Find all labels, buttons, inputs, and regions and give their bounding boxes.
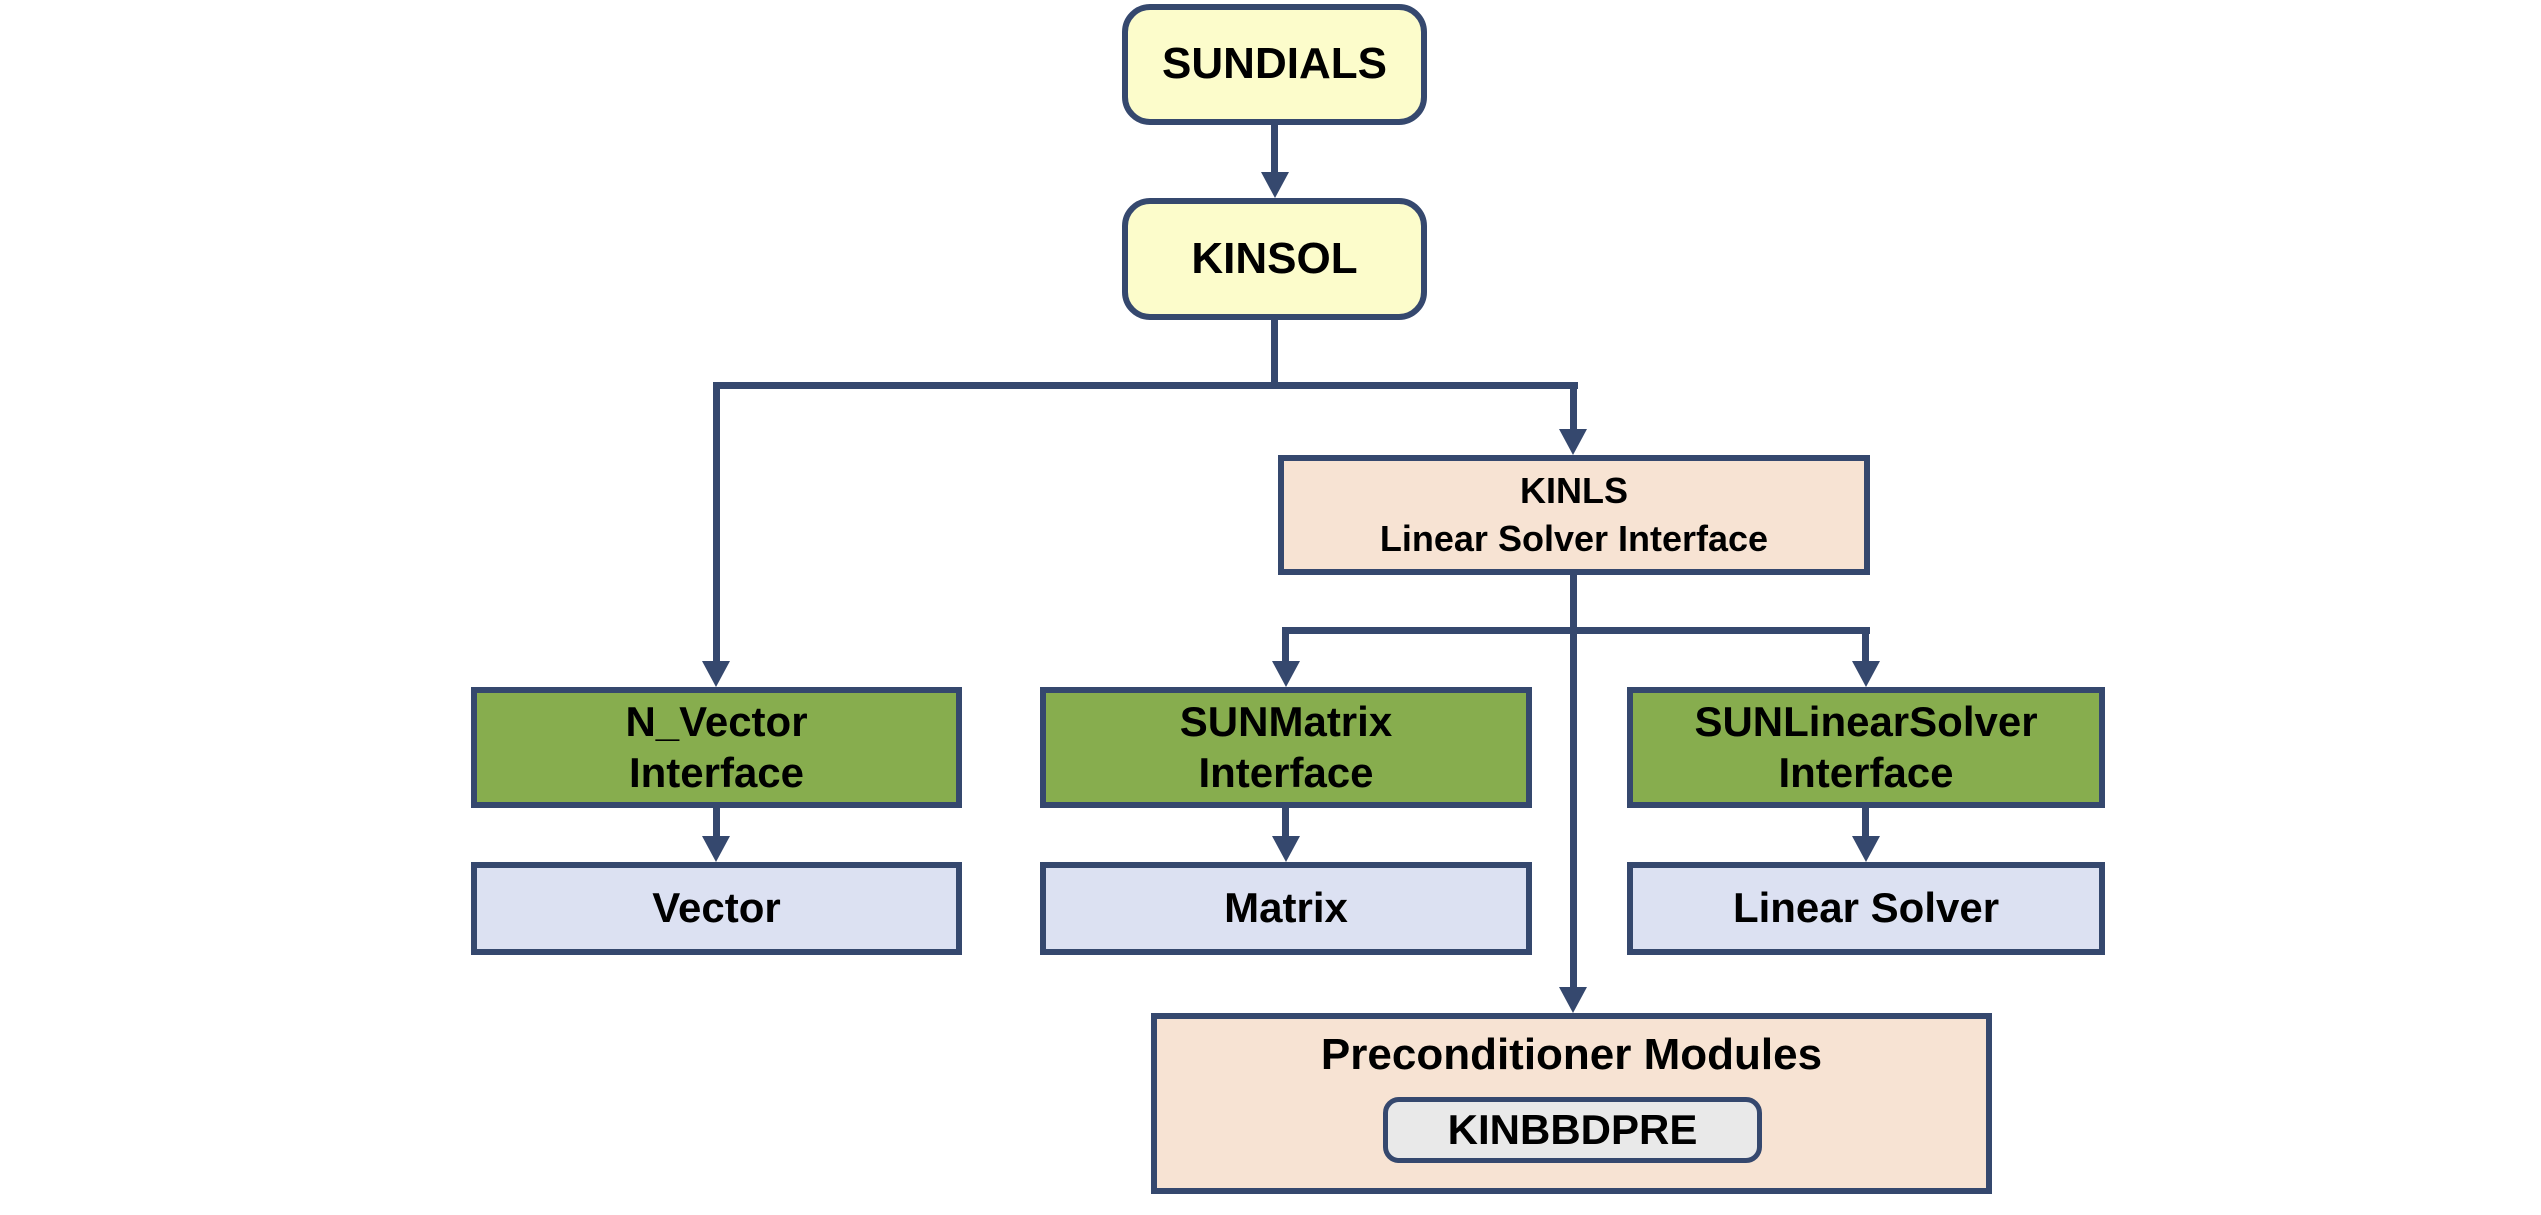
arrowhead-into-sunmatrix	[1272, 661, 1300, 687]
node-nvector-label-line2: Interface	[628, 748, 805, 796]
connector-kinsol-stem	[1271, 320, 1278, 389]
arrowhead-into-sunlinearsolver	[1852, 661, 1880, 687]
connector-drop-kinls	[1570, 382, 1577, 431]
node-linear-solver-label: Linear Solver	[1732, 884, 2000, 932]
node-sunlinearsolver-label-line1: SUNLinearSolver	[1694, 698, 2038, 746]
arrowhead-into-vector	[702, 836, 730, 862]
arrowhead-into-preconditioner	[1559, 987, 1587, 1013]
node-matrix: Matrix	[1040, 862, 1532, 955]
connector-sunlinearsolver-linearsolver	[1862, 808, 1869, 838]
node-vector: Vector	[471, 862, 962, 955]
node-vector-label: Vector	[652, 884, 781, 932]
node-sunmatrix-label-line2: Interface	[1198, 748, 1374, 796]
connector-drop-sunlinearsolver	[1862, 627, 1869, 663]
connector-drop-sunmatrix	[1282, 627, 1289, 663]
node-preconditioner-modules	[1151, 1013, 1992, 1194]
node-sunlinearsolver-label-line2: Interface	[1778, 748, 1954, 796]
node-kinls-label-line2: Linear Solver Interface	[1379, 518, 1769, 559]
arrowhead-into-linear-solver	[1852, 836, 1880, 862]
node-linear-solver: Linear Solver	[1627, 862, 2105, 955]
arrowhead-into-matrix	[1272, 836, 1300, 862]
node-matrix-label: Matrix	[1224, 884, 1348, 932]
node-sunlinearsolver-interface: SUNLinearSolver Interface	[1627, 687, 2105, 808]
preconditioner-modules-title: Preconditioner Modules	[1320, 1030, 1823, 1079]
connector-branch-kinls	[1282, 627, 1870, 634]
node-sundials-label: SUNDIALS	[1162, 39, 1387, 89]
connector-kinls-stem	[1570, 573, 1577, 989]
node-sunmatrix-label-line1: SUNMatrix	[1179, 698, 1393, 746]
node-nvector-label-line1: N_Vector	[625, 698, 808, 746]
connector-drop-nvector	[713, 382, 720, 663]
arrowhead-into-kinsol	[1261, 172, 1289, 198]
node-kinsol-label: KINSOL	[1191, 233, 1358, 283]
arrowhead-into-nvector	[702, 661, 730, 687]
arrowhead-into-kinls	[1559, 429, 1587, 455]
node-kinbbdpre-label: KINBBDPRE	[1447, 1105, 1698, 1153]
node-kinbbdpre: KINBBDPRE	[1383, 1097, 1762, 1163]
node-kinls-label-line1: KINLS	[1520, 470, 1628, 512]
node-sunmatrix-interface: SUNMatrix Interface	[1040, 687, 1532, 808]
node-nvector-interface: N_Vector Interface	[471, 687, 962, 808]
connector-nvector-vector	[713, 808, 720, 838]
connector-branch-kinsol	[713, 382, 1578, 389]
node-kinsol: KINSOL	[1122, 198, 1427, 320]
connector-sunmatrix-matrix	[1282, 808, 1289, 838]
connector-sundials-kinsol	[1271, 125, 1278, 174]
node-kinls: KINLS Linear Solver Interface	[1278, 455, 1870, 575]
node-sundials: SUNDIALS	[1122, 4, 1427, 125]
